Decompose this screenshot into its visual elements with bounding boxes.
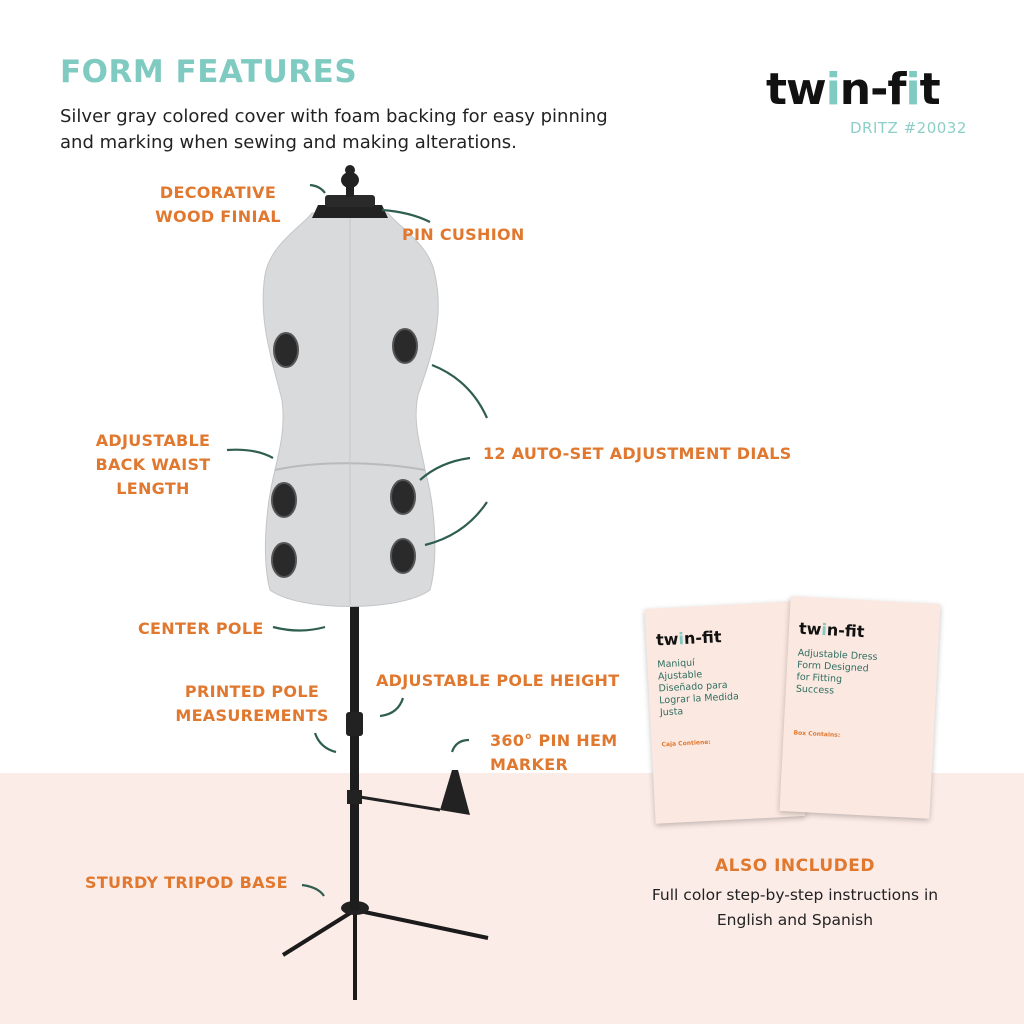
callout-hem-marker: 360° PIN HEM MARKER (490, 731, 618, 774)
callout-back-waist: ADJUSTABLE BACK WAIST LENGTH (95, 431, 211, 498)
adjustment-dials (271, 328, 418, 578)
callout-tripod: STURDY TRIPOD BASE (85, 873, 288, 892)
callout-pin-cushion: PIN CUSHION (402, 225, 525, 244)
tripod-base (281, 908, 489, 1000)
center-pole (350, 605, 359, 910)
wood-finial (341, 172, 359, 188)
callout-dials: 12 AUTO-SET ADJUSTMENT DIALS (483, 444, 792, 463)
callout-pole-height: ADJUSTABLE POLE HEIGHT (376, 671, 620, 690)
model-number: DRITZ #20032 (850, 119, 967, 137)
callout-printed-pole: PRINTED POLE MEASUREMENTS (175, 682, 329, 725)
hem-marker-arm (359, 795, 441, 812)
page-description: Silver gray colored cover with foam back… (60, 106, 608, 153)
english-manual-title: Adjustable Dress Form Designed for Fitti… (795, 647, 878, 697)
spanish-manual-title: Maniquí Ajustable Diseñado para Lograr l… (657, 657, 740, 719)
pin-cushion (312, 205, 388, 218)
callout-finial: DECORATIVE WOOD FINIAL (155, 183, 281, 226)
also-included-heading: ALSO INCLUDED (715, 856, 875, 876)
english-manual-box: Box Contains: (793, 729, 841, 739)
spanish-manual-box: Caja Contiene: (661, 738, 711, 749)
callout-arrows (226, 183, 489, 897)
page-title: FORM FEATURES (60, 54, 358, 90)
brand-logo: twin-fit (766, 64, 941, 115)
english-manual: twin-fit Adjustable Dress Form Designed … (779, 596, 941, 819)
callout-center-pole: CENTER POLE (138, 619, 264, 638)
hem-marker (440, 770, 470, 815)
also-included-text: Full color step-by-step instructions in … (651, 886, 939, 929)
